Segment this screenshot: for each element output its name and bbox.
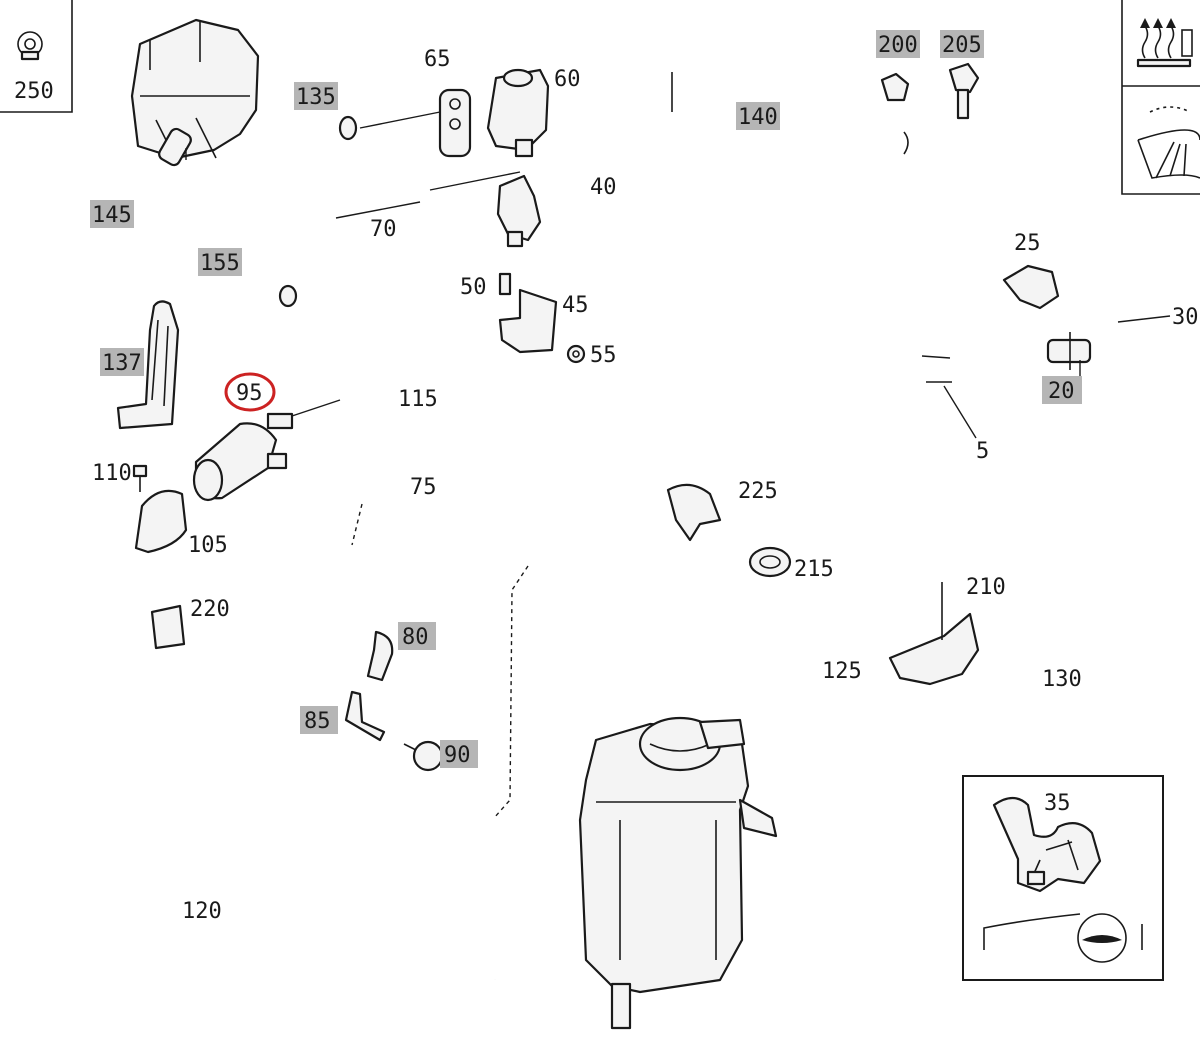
label-80: 80	[402, 625, 429, 650]
label-75: 75	[410, 475, 437, 500]
label-box-135	[294, 82, 338, 110]
windshield-washer-icon	[1137, 106, 1200, 179]
clip-215	[748, 546, 792, 578]
bolt-110	[132, 464, 148, 492]
hose-40	[525, 201, 765, 267]
hose-70	[314, 133, 432, 396]
fitting-20	[1046, 332, 1092, 370]
sensor-25	[1002, 264, 1060, 310]
label-box-200	[876, 30, 920, 58]
label-box-80	[398, 622, 436, 650]
line-130	[786, 358, 1136, 774]
label-110: 110	[92, 461, 132, 486]
bracket-137	[116, 300, 180, 430]
seal-65	[438, 88, 472, 158]
mount-105	[134, 489, 188, 554]
nut-55	[566, 344, 586, 364]
label-137: 137	[102, 351, 142, 376]
bolt-205	[948, 62, 980, 120]
clamp-icon	[17, 31, 43, 61]
screw-90	[403, 740, 444, 772]
hose-30	[1113, 257, 1200, 339]
label-220: 220	[190, 597, 230, 622]
inset-35: 35	[962, 775, 1164, 981]
hose-115	[337, 382, 388, 469]
clip-220	[150, 604, 186, 650]
clip-225	[666, 483, 722, 542]
label-40: 40	[590, 175, 617, 200]
label-60: 60	[554, 67, 581, 92]
label-125: 125	[822, 659, 862, 684]
heater-icon	[1136, 18, 1193, 68]
label-225: 225	[738, 479, 778, 504]
label-140: 140	[738, 105, 778, 130]
hose-5	[870, 280, 1034, 415]
hose-145	[129, 171, 165, 301]
hose-155	[167, 257, 298, 308]
steering-wheel-icon	[983, 913, 1143, 963]
label-115: 115	[398, 387, 438, 412]
label-25: 25	[1014, 231, 1041, 256]
inset-250: 250	[0, 0, 73, 113]
label-box-140	[736, 102, 780, 130]
hose-120-line	[67, 541, 499, 1017]
heater-valve-block	[130, 18, 260, 167]
label-20: 20	[1048, 379, 1075, 404]
hose-140	[601, 72, 948, 216]
sensor-50	[498, 272, 512, 296]
label-45: 45	[562, 293, 589, 318]
hose-135	[289, 115, 358, 237]
label-box-85	[300, 706, 338, 734]
label-135: 135	[296, 85, 336, 110]
label-box-205	[940, 30, 984, 58]
label-205: 205	[942, 33, 982, 58]
pump-95	[192, 412, 294, 502]
inset-icons	[1121, 0, 1200, 195]
hose-75	[306, 478, 440, 544]
label-55: 55	[590, 343, 617, 368]
bracket-85	[344, 690, 386, 742]
label-155: 155	[200, 251, 240, 276]
reservoir	[578, 716, 778, 1030]
label-30: 30	[1172, 305, 1199, 330]
label-box-137	[100, 348, 144, 376]
label-35: 35	[1044, 791, 1071, 816]
line-125	[493, 519, 940, 819]
label-90: 90	[444, 743, 471, 768]
valve-40	[496, 174, 542, 248]
bracket-45	[498, 288, 558, 354]
label-box-145	[90, 200, 134, 228]
label-105: 105	[188, 533, 228, 558]
label-box-20	[1042, 376, 1082, 404]
label-210: 210	[966, 575, 1006, 600]
label-box-155	[198, 248, 242, 276]
label-120: 120	[182, 899, 222, 924]
nut-200	[880, 72, 910, 102]
label-200: 200	[878, 33, 918, 58]
label-145: 145	[92, 203, 132, 228]
label-50: 50	[460, 275, 487, 300]
clip-80	[366, 630, 394, 682]
label-box-90	[440, 740, 478, 768]
label-215: 215	[794, 557, 834, 582]
label-95: 95	[236, 381, 263, 406]
label-5: 5	[976, 439, 989, 464]
label-130: 130	[1042, 667, 1082, 692]
label-85: 85	[304, 709, 331, 734]
label-250: 250	[14, 79, 54, 104]
label-65: 65	[424, 47, 451, 72]
valve-60	[486, 68, 550, 158]
label-70: 70	[370, 217, 397, 242]
holder-210	[888, 582, 980, 686]
highlight-95: 95	[224, 372, 276, 412]
